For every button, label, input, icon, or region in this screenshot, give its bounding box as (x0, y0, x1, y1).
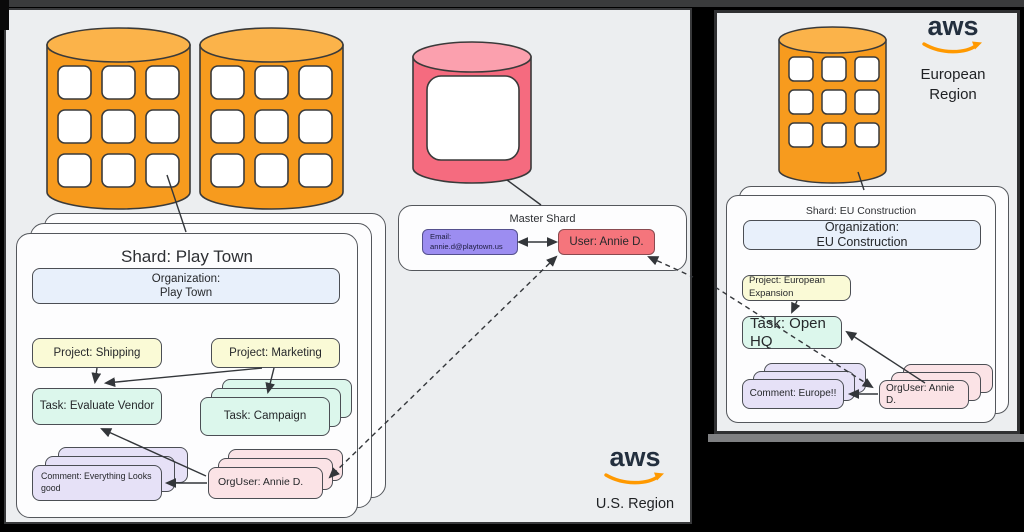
eu-project-node: Project: European Expansion (742, 275, 851, 301)
aws-logo-us: aws U.S. Region (585, 442, 685, 513)
eu-shard-title: Shard: EU Construction (805, 205, 917, 217)
corner-block (0, 0, 9, 30)
aws-smile-icon (922, 41, 982, 54)
project-shipping-node: Project: Shipping (32, 338, 162, 368)
comment-node: Comment: Everything Looks good (32, 465, 162, 501)
master-shard-title: Master Shard (509, 213, 576, 225)
play-town-shard-title: Shard: Play Town (121, 247, 253, 266)
organization-node: Organization: Play Town (32, 268, 340, 304)
aws-smile-icon (604, 472, 664, 485)
user-node: User: Annie D. (558, 229, 655, 255)
eu-comment-node: Comment: Europe!! (742, 379, 844, 409)
eu-orguser-node: OrgUser: Annie D. (879, 380, 969, 409)
email-node: Email: annie.d@playtown.us (422, 229, 518, 255)
eu-region-label: European Region (920, 66, 986, 104)
us-region-label: U.S. Region (595, 496, 675, 512)
aws-logo-eu: aws European Region (903, 13, 1003, 106)
task-campaign-node: Task: Campaign (200, 397, 330, 436)
eu-organization-node: Organization: EU Construction (743, 220, 981, 250)
eu-task-node: Task: Open HQ (742, 315, 842, 350)
project-marketing-node: Project: Marketing (211, 338, 340, 368)
window-top-edge (0, 0, 1024, 7)
task-evaluate-vendor-node: Task: Evaluate Vendor (32, 388, 162, 425)
aws-wordmark: aws (609, 442, 661, 472)
orguser-node: OrgUser: Annie D. (208, 467, 323, 499)
aws-wordmark: aws (927, 11, 979, 41)
eu-panel-shadow (708, 434, 1024, 442)
